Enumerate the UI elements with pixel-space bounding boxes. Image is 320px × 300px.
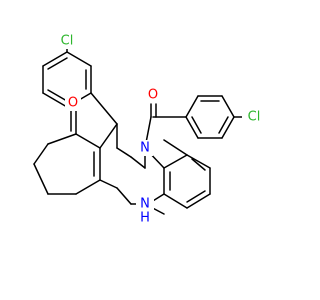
bond xyxy=(218,116,229,134)
bond xyxy=(221,116,235,139)
bond xyxy=(75,133,101,149)
atom-label-background xyxy=(145,87,161,103)
bond xyxy=(75,179,101,195)
bond xyxy=(90,92,118,125)
bond xyxy=(186,154,211,169)
bond xyxy=(163,154,188,169)
n-amine-label: N xyxy=(136,196,154,212)
bond xyxy=(33,163,49,195)
atom-label-background xyxy=(65,95,81,111)
bond xyxy=(186,193,211,209)
bond xyxy=(191,158,206,171)
bond xyxy=(116,147,132,158)
bond xyxy=(185,116,199,139)
bond xyxy=(163,193,188,209)
nitrogen-atom-label: N xyxy=(140,197,150,212)
h-amine-label: H xyxy=(137,210,153,226)
n-amide-label: N xyxy=(137,140,153,156)
atom-label-background xyxy=(137,210,153,226)
o-ketone-label: O xyxy=(65,95,81,111)
bond xyxy=(221,95,235,118)
bond xyxy=(185,95,199,118)
cl-right-label: Cl xyxy=(242,109,266,125)
atom-label-background xyxy=(137,140,153,156)
atom-labels: Cl Cl O O N N H xyxy=(57,33,266,226)
chlorine-atom-label: Cl xyxy=(61,34,74,49)
atom-label-background xyxy=(57,33,77,49)
bond xyxy=(47,89,68,102)
bond xyxy=(99,179,118,189)
chlorine-atom-label: Cl xyxy=(248,110,261,125)
bond xyxy=(33,143,49,165)
bond xyxy=(42,51,68,67)
atom-label-background xyxy=(136,196,154,212)
bond xyxy=(163,139,188,156)
bond xyxy=(66,51,92,67)
atom-label-background xyxy=(242,109,266,125)
nitrogen-atom-label: N xyxy=(140,141,150,156)
bond xyxy=(186,190,206,203)
cl-left-label: Cl xyxy=(57,33,77,49)
bond xyxy=(42,92,68,108)
bond xyxy=(130,156,146,169)
bond xyxy=(47,133,77,145)
oxygen-atom-label: O xyxy=(68,96,78,111)
bond xyxy=(47,57,68,70)
hydrogen-atom-label: H xyxy=(140,211,150,226)
oxygen-atom-label: O xyxy=(148,88,158,103)
bond xyxy=(99,123,118,149)
bond xyxy=(116,187,132,205)
molecule-structure: Cl Cl O O N N H xyxy=(33,33,266,226)
bond xyxy=(191,116,202,134)
o-amide-label: O xyxy=(145,87,161,103)
